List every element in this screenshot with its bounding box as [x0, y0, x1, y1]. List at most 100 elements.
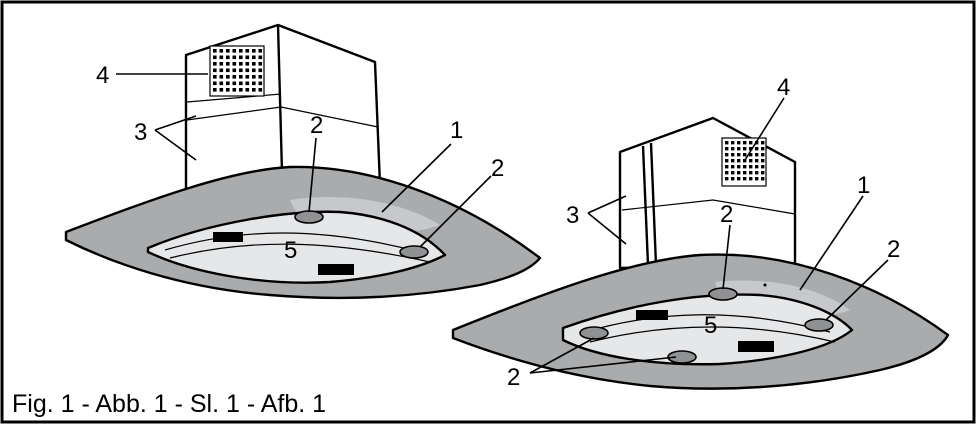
left-vent-grille [209, 45, 265, 97]
right-callout-2b: 2 [887, 236, 900, 263]
right-hood [451, 97, 950, 390]
grille-hole [245, 88, 250, 92]
grille-hole [245, 62, 250, 66]
left-callout-1: 1 [450, 117, 463, 144]
grille-hole [245, 75, 250, 79]
left-light-1 [294, 210, 324, 224]
grille-hole [258, 62, 263, 66]
grille-hole [239, 81, 243, 86]
grille-hole [252, 62, 256, 66]
grille-hole [725, 141, 729, 145]
right-filter-panel [561, 293, 854, 366]
grille-hole [239, 68, 243, 73]
grille-hole [258, 81, 263, 86]
left-callout-5: 5 [284, 237, 297, 264]
grille-hole [239, 75, 243, 79]
grille-hole [219, 49, 224, 53]
grille-hole [761, 177, 765, 181]
grille-hole [755, 159, 759, 163]
grille-hole [755, 177, 759, 181]
grille-hole [226, 62, 230, 66]
grille-hole [213, 68, 217, 73]
grille-hole [232, 81, 237, 86]
grille-hole [743, 159, 747, 163]
grille-hole [761, 171, 765, 175]
right-light-4 [667, 350, 697, 364]
grille-hole [731, 141, 735, 145]
grille-hole [226, 88, 230, 92]
grille-hole [252, 88, 256, 92]
right-light-1 [708, 287, 738, 301]
grille-hole [743, 141, 747, 145]
grille-hole [761, 165, 765, 169]
grille-hole [737, 159, 741, 163]
grille-hole [226, 81, 230, 86]
grille-hole [213, 75, 217, 79]
left-callout-4: 4 [96, 62, 109, 89]
grille-hole [245, 49, 250, 53]
grille-hole [761, 147, 765, 151]
grille-hole [252, 81, 256, 86]
grille-hole [725, 147, 729, 151]
grille-hole [219, 62, 224, 66]
grille-hole [252, 75, 256, 79]
grille-hole [737, 171, 741, 175]
grille-hole [755, 165, 759, 169]
grille-hole [226, 75, 230, 79]
grille-hole [239, 49, 243, 53]
grille-hole [725, 153, 729, 157]
grille-hole [258, 88, 263, 92]
grille-hole [219, 88, 224, 92]
grille-hole [232, 68, 237, 73]
grille-hole [245, 68, 250, 73]
grille-hole [737, 147, 741, 151]
grille-hole [245, 55, 250, 60]
grille-hole [252, 49, 256, 53]
grille-hole [232, 88, 237, 92]
right-vent-grille [721, 137, 767, 187]
grille-hole [232, 55, 237, 60]
grille-hole [226, 55, 230, 60]
right-callout-2a: 2 [720, 201, 733, 228]
right-callout-3: 3 [566, 202, 579, 229]
left-hood [64, 23, 542, 300]
right-filter-latch-1 [636, 310, 668, 320]
right-callout-5: 5 [704, 312, 717, 339]
grille-hole [731, 147, 735, 151]
left-filter-panel [146, 210, 447, 284]
left-light-2 [399, 245, 429, 259]
grille-hole [761, 153, 765, 157]
grille-hole [761, 141, 765, 145]
right-callout-4: 4 [777, 74, 790, 101]
grille-hole [749, 141, 753, 145]
grille-hole [232, 75, 237, 79]
grille-hole [755, 171, 759, 175]
grille-hole [213, 62, 217, 66]
left-filter-latch-2 [318, 264, 354, 275]
grille-hole [755, 153, 759, 157]
grille-hole [226, 68, 230, 73]
grille-hole [219, 55, 224, 60]
grille-hole [737, 165, 741, 169]
grille-hole [226, 49, 230, 53]
grille-hole [731, 153, 735, 157]
grille-hole [749, 147, 753, 151]
grille-hole [743, 147, 747, 151]
right-light-3 [579, 326, 609, 340]
grille-hole [743, 177, 747, 181]
grille-hole [737, 153, 741, 157]
grille-hole [258, 68, 263, 73]
grille-hole [239, 62, 243, 66]
grille-hole [213, 88, 217, 92]
grille-hole [749, 153, 753, 157]
grille-hole [232, 49, 237, 53]
grille-hole [213, 55, 217, 60]
grille-hole [725, 159, 729, 163]
right-callout-2c: 2 [507, 364, 520, 391]
grille-hole [239, 55, 243, 60]
grille-hole [743, 171, 747, 175]
grille-hole [731, 165, 735, 169]
grille-hole [232, 62, 237, 66]
